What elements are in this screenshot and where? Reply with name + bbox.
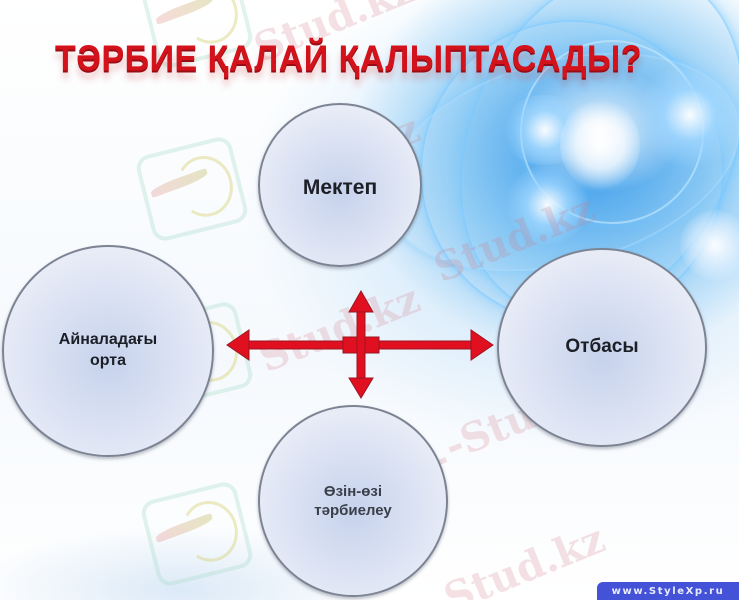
credit-badge: www.StyleXp.ru: [597, 582, 739, 600]
circle-family: Отбасы: [497, 248, 707, 447]
circle-school: Мектеп: [258, 103, 422, 267]
circle-school-label: Мектеп: [302, 176, 378, 200]
circle-self-education-label: Өзін-өзі тәрбиелеу: [314, 482, 392, 521]
label-line: Өзін-өзі: [323, 482, 383, 500]
slide-title: ТӘРБИЕ ҚАЛАЙ ҚАЛЫПТАСАДЫ?: [55, 39, 643, 79]
four-way-arrow-icon: [226, 290, 494, 399]
circle-family-label: Отбасы: [565, 336, 639, 358]
watermark-logo-icon: [133, 134, 251, 244]
circle-environment: Айналадағы орта: [2, 245, 214, 457]
circle-self-education: Өзін-өзі тәрбиелеу: [258, 405, 448, 597]
label-line: орта: [89, 352, 127, 369]
label-line: тәрбиелеу: [314, 502, 392, 519]
label-line: Айналадағы: [58, 331, 158, 349]
watermark-text: Stud.kz: [437, 515, 612, 600]
circle-environment-label: Айналадағы орта: [59, 330, 157, 372]
